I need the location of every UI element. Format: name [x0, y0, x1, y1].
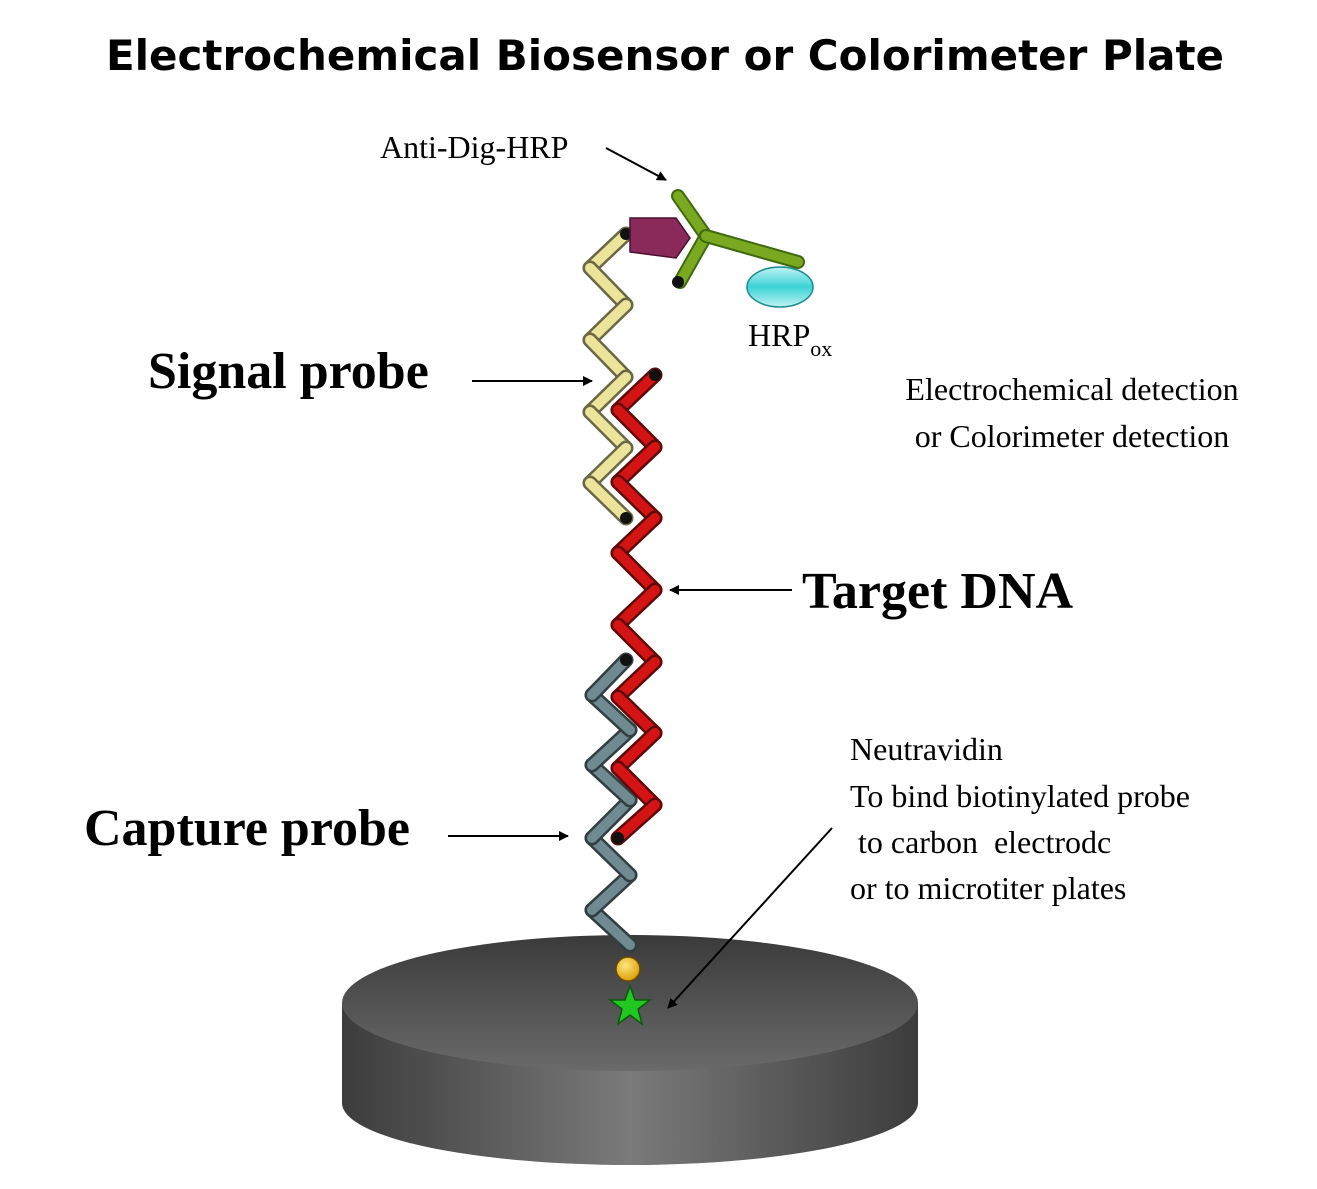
capture-strand-segment [587, 725, 635, 770]
signal-probe-label: Signal probe [148, 343, 429, 400]
signal-strand-segment [585, 263, 631, 310]
capture-strand-segment [587, 690, 635, 735]
signal-probe-strand [582, 226, 634, 526]
antibody-icon [671, 189, 805, 289]
hrp-label-subscript: ox [810, 336, 832, 361]
target-strand-end-cap [612, 832, 624, 844]
target-strand-segment [613, 548, 660, 595]
hrp-label-main: HRP [748, 317, 810, 353]
target-strand-segment [613, 728, 660, 773]
neutravidin-text-line3: to carbon electrodc [850, 824, 1111, 860]
signal-strand-segment [585, 372, 631, 417]
signal-strand-end-cap [620, 512, 632, 524]
signal-strand-segment [585, 407, 631, 453]
capture-strand-segment [587, 905, 635, 950]
neutravidin-star-icon [607, 983, 653, 1026]
signal-strand-segment [585, 229, 631, 273]
target-strand-segment [613, 442, 660, 487]
capture-strand-segment [587, 833, 635, 880]
neutravidin-text-line1: Neutravidin [850, 731, 1003, 767]
target-strand-segment [613, 763, 660, 810]
capture-probe-label: Capture probe [84, 800, 410, 857]
hrp-label: HRPox [748, 317, 832, 361]
target-strand-segment [613, 370, 660, 415]
capture-probe-strand [584, 652, 638, 953]
target-dna-label: Target DNA [802, 563, 1073, 620]
target-strand-segment [613, 513, 660, 558]
target-strand-segment [613, 692, 660, 738]
capture-strand-end-cap [620, 654, 632, 666]
target-strand-segment [613, 800, 660, 843]
capture-strand-segment [587, 655, 631, 700]
neutravidin-text-line2: To bind biotinylated probe [850, 778, 1190, 814]
target-strand-segment [613, 477, 660, 523]
capture-strand-segment [587, 870, 635, 915]
target-strand-segment [613, 405, 660, 452]
neutravidin-arrow [667, 827, 833, 1009]
target-strand-segment [613, 657, 660, 702]
signal-strand-segment [585, 335, 631, 382]
signal-strand-end-cap [620, 228, 632, 240]
page-title: Electrochemical Biosensor or Colorimeter… [106, 31, 1224, 80]
signal-strand-segment [585, 478, 631, 523]
anti-dig-hrp-arrow [605, 147, 667, 181]
anti-dig-hrp-label: Anti-Dig-HRP [380, 129, 568, 165]
hrp-enzyme-icon [746, 266, 814, 308]
capture-strand-segment [587, 795, 635, 843]
target-strand-segment [613, 585, 660, 630]
target-dna-strand [610, 367, 663, 846]
digoxigenin-tag-icon [629, 217, 691, 259]
detection-text-line1: Electrochemical detection [905, 371, 1238, 407]
biotin-icon [615, 956, 641, 982]
target-strand-segment [613, 620, 660, 667]
signal-strand-segment [585, 300, 631, 345]
detection-text-line2: or Colorimeter detection [915, 418, 1230, 454]
neutravidin-text-line4: or to microtiter plates [850, 870, 1126, 906]
target-strand-end-cap [649, 369, 661, 381]
capture-strand-segment [587, 760, 635, 805]
signal-strand-segment [585, 443, 631, 488]
